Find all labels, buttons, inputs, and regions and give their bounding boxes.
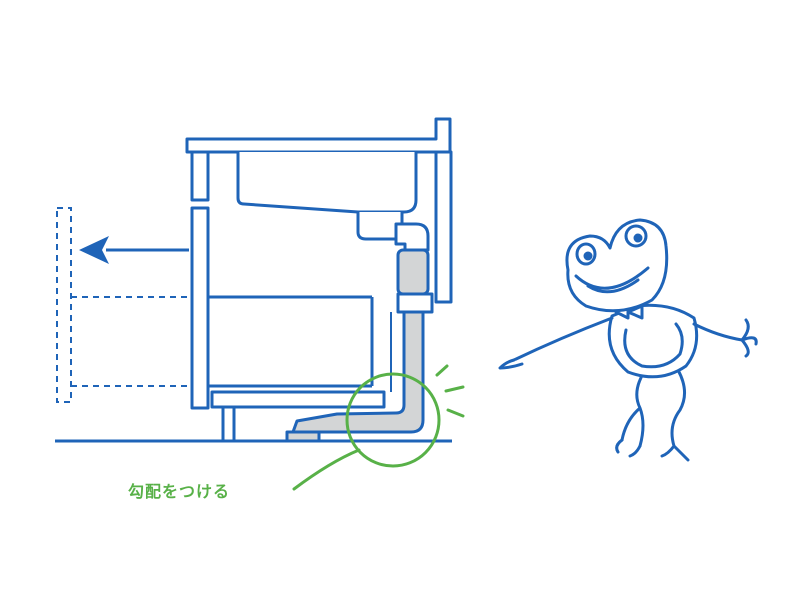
emphasis-marks <box>435 364 465 418</box>
cabinet-left-wall-upper <box>190 150 210 202</box>
pipe-slope-run <box>291 310 425 434</box>
countertop <box>185 117 452 154</box>
pipe-trap-body <box>396 248 430 296</box>
frog-character-icon <box>498 218 758 462</box>
cabinet-foot <box>221 405 236 443</box>
drain-pipe <box>285 222 434 443</box>
sink-basin <box>236 152 418 214</box>
pipe-coupling <box>396 292 434 314</box>
cabinet-left-wall-lower <box>190 206 210 410</box>
slope-annotation-label: 勾配をつける <box>128 482 231 501</box>
pipe-floor-outlet <box>285 430 321 443</box>
cabinet-right-wall <box>434 150 453 304</box>
callout-leader-line <box>292 448 361 491</box>
arrow-left-icon <box>79 236 189 264</box>
drawer-front-dashed <box>56 207 72 403</box>
cabinet-plinth <box>210 390 386 409</box>
drawer-pulled-out <box>56 207 192 403</box>
sink-cabinet <box>185 117 453 443</box>
slope-highlight-circle <box>345 372 441 468</box>
pipe-elbow-top <box>394 222 430 252</box>
